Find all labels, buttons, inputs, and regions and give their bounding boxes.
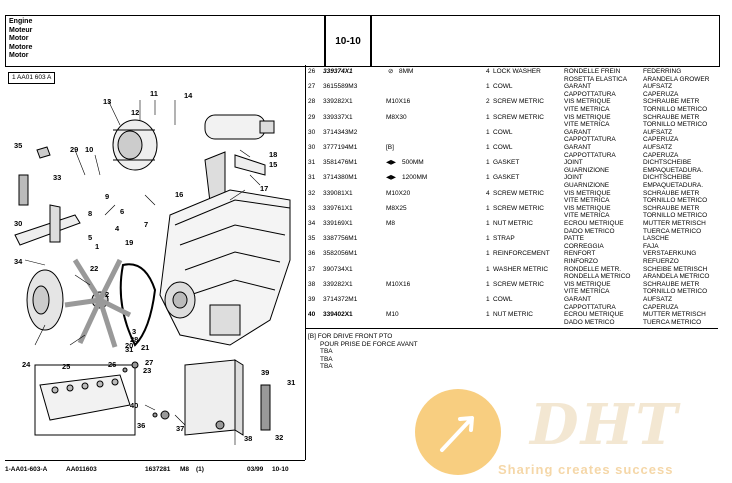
callout-number: 26 [108, 360, 117, 369]
footer-section: 10-10 [272, 466, 289, 473]
callout-number: 7 [144, 220, 149, 229]
callout-number: 27 [145, 358, 154, 367]
callout-number: 11 [150, 89, 158, 98]
callout-number: 14 [184, 91, 193, 100]
callout-number: 23 [143, 366, 152, 375]
callout-number: 22 [90, 264, 99, 273]
callout-number: 32 [275, 433, 284, 442]
title-line: Motor [9, 52, 29, 59]
callout-number: 9 [105, 192, 110, 201]
callout-number: 33 [53, 173, 62, 182]
watermark-text: Sharing creates success [498, 462, 674, 477]
callout-number: 13 [103, 97, 112, 106]
note-line: [B] FOR DRIVE FRONT PTO [308, 333, 393, 340]
callout-number: 37 [176, 424, 185, 433]
column-divider [305, 65, 306, 460]
callout-number: 36 [137, 421, 146, 430]
watermark-circle-icon [415, 389, 501, 475]
title-line: Motor [9, 35, 29, 42]
callout-number: 28 [130, 335, 139, 344]
callout-number: 35 [14, 141, 23, 150]
callout-number: 12 [131, 108, 140, 117]
diameter-icon: ⊘ [388, 68, 394, 75]
title-line: Engine [9, 18, 33, 25]
callout-number: 6 [120, 207, 125, 216]
title-line: Motore [9, 43, 33, 51]
callout-number: 3 [132, 327, 137, 336]
header-blank-box [371, 15, 720, 67]
arrows-icon: ◀▶ [386, 159, 396, 167]
title-box: Engine Moteur Motor Motore Motor [5, 15, 325, 67]
note-line: POUR PRISE DE FORCE AVANT [320, 340, 418, 348]
footer-code: 1637281 [145, 466, 171, 473]
callout-number: 17 [260, 184, 269, 193]
callout-number: 10 [85, 145, 94, 154]
note-line: TBA [320, 355, 333, 363]
callout-number: 25 [62, 362, 71, 371]
engine-exploded-diagram [14, 99, 291, 445]
note-line: TBA [320, 363, 333, 370]
callout-number: 38 [244, 434, 253, 443]
callout-number: 18 [269, 150, 278, 159]
callout-number: 24 [22, 360, 31, 369]
reference-label: 1 AA01 603 A [8, 72, 56, 84]
arrows-icon: ◀▶ [386, 174, 396, 182]
callout-number: 29 [70, 145, 79, 154]
callout-number: 4 [115, 224, 120, 233]
footer-model: M8 [180, 466, 190, 473]
callout-number: 20 [125, 341, 134, 350]
watermark-logo: DHT [530, 392, 680, 458]
title-line: Moteur [9, 26, 33, 34]
callout-number: 40 [130, 401, 139, 410]
callout-number: 34 [14, 257, 23, 266]
footer-ref2: AA011603 [66, 466, 97, 473]
callout-number: 16 [175, 190, 184, 199]
footer-ref1: 1-AA01-603-A [5, 466, 48, 473]
note-line: TBA [320, 348, 333, 355]
notes: [B] FOR DRIVE FRONT PTO POUR PRISE DE FO… [308, 333, 418, 371]
footer-divider [5, 460, 305, 461]
callout-number: 5 [88, 233, 93, 242]
footer-date: 03/99 [247, 466, 264, 473]
parts-table-divider [305, 328, 718, 329]
callout-number: 30 [14, 219, 23, 228]
callout-number: 31 [125, 345, 134, 354]
callout-number: 2 [105, 290, 110, 299]
callout-number: 15 [269, 160, 278, 169]
footer-num: (1) [196, 466, 204, 473]
callout-number: 21 [141, 343, 150, 352]
callout-number: 19 [125, 238, 134, 247]
callout-number: 39 [261, 368, 270, 377]
callout-number: 8 [88, 209, 93, 218]
callout-number: 1 [95, 242, 100, 251]
section-code: 10-10 [335, 35, 361, 47]
callout-number: 31 [287, 378, 296, 387]
section-code-box: 10-10 [325, 15, 371, 67]
